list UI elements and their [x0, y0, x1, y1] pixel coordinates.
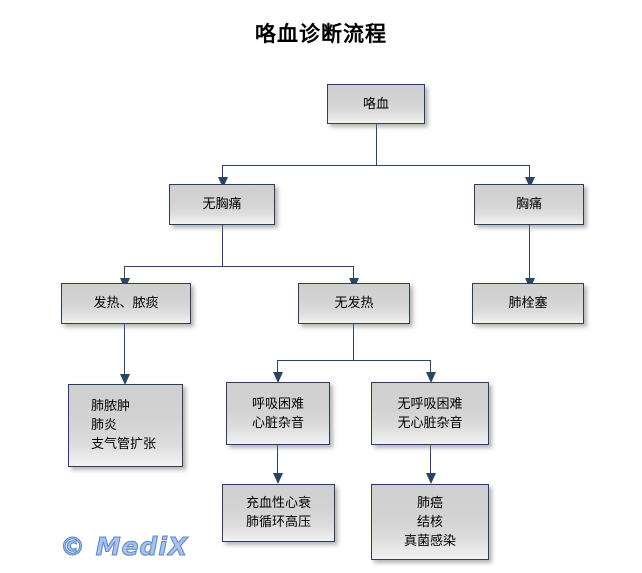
connector-no-fever-bus	[277, 360, 431, 361]
connector-no-chest-pain-stem	[222, 224, 223, 266]
node-pulmonary-embolism[interactable]: 肺栓塞	[472, 283, 584, 324]
connector-hemoptysis-left-drop	[222, 165, 223, 181]
arrowhead-to-chest-pain	[525, 177, 535, 188]
arrowhead-to-no-dyspnea-murmur	[426, 372, 436, 383]
node-chest-pain-label: 胸痛	[515, 197, 542, 212]
connector-no-fever-left-drop	[277, 360, 278, 374]
node-no-chest-pain-label: 无胸痛	[202, 197, 242, 212]
connector-no-dyspnea-to-cancer	[430, 445, 431, 481]
connector-no-chest-pain-left-drop	[124, 266, 125, 281]
node-no-fever[interactable]: 无发热	[298, 283, 410, 324]
connector-hemoptysis-right-drop	[529, 165, 530, 181]
arrowhead-to-dyspnea-murmur	[273, 372, 283, 383]
connector-no-chest-pain-right-drop	[353, 266, 354, 281]
connector-fever-to-abscess	[124, 323, 125, 383]
watermark-medix: © MediX	[59, 532, 189, 562]
node-chest-pain[interactable]: 胸痛	[474, 184, 584, 225]
node-chf-pulmonary-hypertension[interactable]: 充血性心衰 肺循环高压	[222, 484, 335, 542]
node-no-dyspnea-no-murmur-label: 无呼吸困难 无心脏杂音	[397, 396, 463, 431]
node-no-fever-label: 无发热	[334, 296, 374, 311]
arrowhead-to-abscess-group	[120, 374, 130, 385]
connector-hemoptysis-bus	[222, 165, 530, 166]
node-chf-pulmonary-hypertension-label: 充血性心衰 肺循环高压	[245, 496, 311, 530]
connector-no-fever-stem	[353, 323, 354, 360]
node-dyspnea-heart-murmur[interactable]: 呼吸困难 心脏杂音	[226, 382, 330, 445]
node-fever-purulent-sputum-label: 发热、脓痰	[93, 296, 159, 311]
node-lung-cancer-tb-fungal-label: 肺癌 结核 真菌感染	[403, 495, 456, 549]
node-lung-cancer-tb-fungal[interactable]: 肺癌 结核 真菌感染	[371, 484, 489, 560]
node-no-chest-pain[interactable]: 无胸痛	[169, 184, 275, 225]
connector-no-chest-pain-bus	[124, 266, 354, 267]
node-hemoptysis[interactable]: 咯血	[327, 84, 425, 124]
connector-chest-pain-to-embolism	[529, 224, 530, 281]
node-fever-purulent-sputum[interactable]: 发热、脓痰	[61, 283, 191, 324]
arrowhead-to-chf-pulm-htn	[273, 473, 283, 484]
connector-hemoptysis-stem	[376, 123, 377, 165]
arrowhead-to-cancer-tb-fungal	[426, 473, 436, 484]
node-pulmonary-embolism-label: 肺栓塞	[508, 296, 548, 311]
page-title: 咯血诊断流程	[255, 21, 387, 46]
node-hemoptysis-label: 咯血	[362, 96, 389, 112]
node-abscess-pneumonia-bronchiectasis-label: 肺脓肿 肺炎 支气管扩张	[91, 399, 157, 452]
node-abscess-pneumonia-bronchiectasis[interactable]: 肺脓肿 肺炎 支气管扩张	[68, 384, 183, 467]
arrowhead-to-no-chest-pain	[218, 177, 228, 188]
node-dyspnea-heart-murmur-label: 呼吸困难 心脏杂音	[251, 396, 304, 431]
node-no-dyspnea-no-murmur[interactable]: 无呼吸困难 无心脏杂音	[371, 382, 489, 445]
connector-dyspnea-to-chf	[277, 445, 278, 481]
connector-no-fever-right-drop	[430, 360, 431, 374]
